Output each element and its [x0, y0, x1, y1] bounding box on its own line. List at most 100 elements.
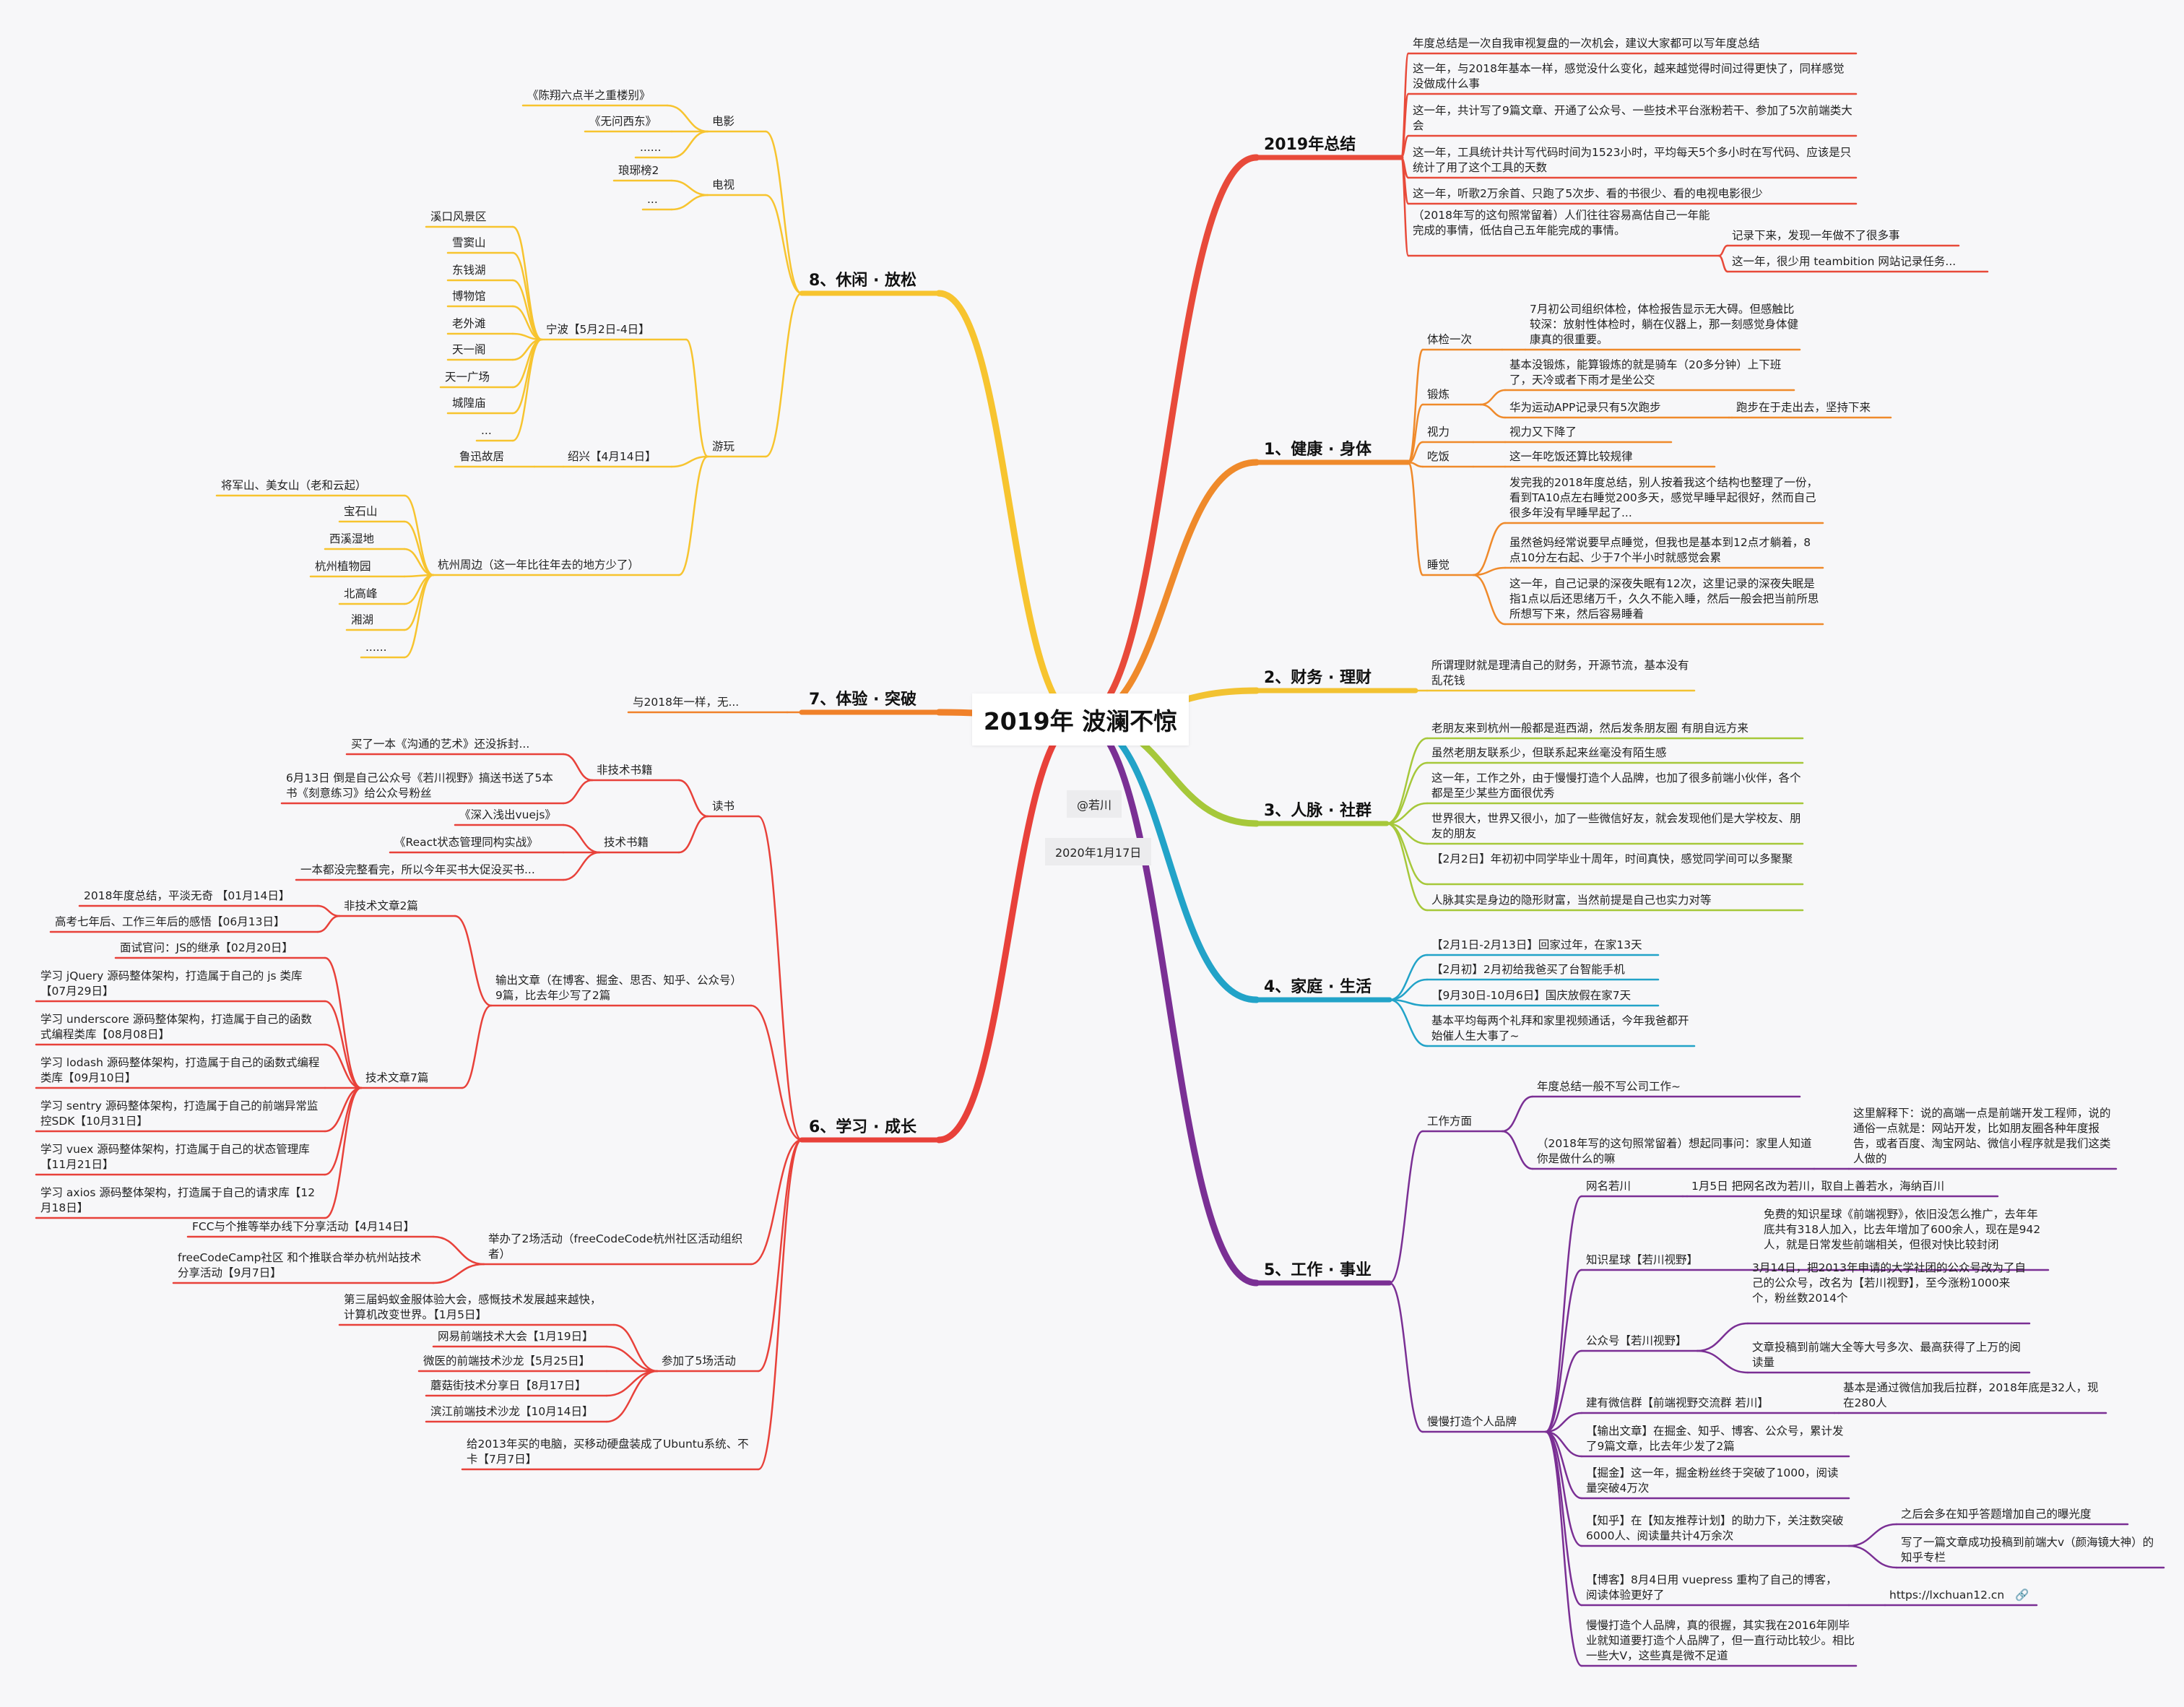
node-label[interactable]: 年度总结是一次自我审视复盘的一次机会，建议大家都可以写年度总结	[1413, 37, 1760, 50]
node-label[interactable]: freeCodeCamp社区 和个推联合举办杭州站技术分享活动【9月7日】	[178, 1251, 422, 1279]
node-label[interactable]: 慢慢打造个人品牌	[1427, 1415, 1517, 1428]
node-label[interactable]: FCC与个推等举办线下分享活动【4月14日】	[192, 1220, 415, 1233]
node-label[interactable]: 这一年，共计写了9篇文章、开通了公众号、一些技术平台涨粉若干、参加了5次前端类大…	[1413, 104, 1852, 132]
branch-b6-label[interactable]: 6、学习 · 成长	[809, 1118, 916, 1136]
node-label[interactable]: 给2013年买的电脑，买移动硬盘装成了Ubuntu系统、不卡【7月7日】	[467, 1438, 749, 1466]
node-label[interactable]: 之后会多在知乎答题增加自己的曝光度	[1901, 1508, 2092, 1521]
node-label[interactable]: 技术书籍	[604, 836, 649, 849]
blog-link[interactable]: https://lxchuan12.cn	[1889, 1589, 2005, 1602]
node-label[interactable]: 《React状态管理同构实战》	[394, 836, 538, 849]
node-label[interactable]: 【2月2日】年初初中同学毕业十周年，时间真快，感觉同学间可以多聚聚	[1431, 852, 1793, 865]
node-label[interactable]: 天一广场	[445, 371, 490, 384]
node-label[interactable]: 举办了2场活动（freeCodeCode杭州社区活动组织者）	[488, 1232, 743, 1261]
branch-b1-label[interactable]: 1、健康 · 身体	[1264, 441, 1372, 459]
node-label[interactable]: 宝石山	[344, 505, 378, 518]
node-label[interactable]: 3月14日，把2013年申请的大学社团的公众号改为了自己的公众号，改名为【若川视…	[1752, 1261, 2027, 1305]
node-label[interactable]: 7月初公司组织体检，体检报告显示无大碍。但感触比较深：放射性体检时，躺在仪器上，…	[1530, 303, 1799, 346]
node-label[interactable]: 学习 underscore 源码整体架构，打造属于自己的函数式编程类库【08月0…	[40, 1013, 312, 1041]
node-label[interactable]: 基本是通过微信加我后拉群，2018年底是32人，现在280人	[1843, 1381, 2099, 1409]
branch-b8-label[interactable]: 8、休闲 · 放松	[809, 272, 916, 290]
node-label[interactable]: 微医的前端技术沙龙【5月25日】	[423, 1354, 591, 1367]
node-label[interactable]: 这一年，很少用 teambition 网站记录任务...	[1732, 255, 1956, 268]
node-label[interactable]: 参加了5场活动	[662, 1354, 736, 1367]
node-label[interactable]: 琅琊榜2	[618, 164, 659, 177]
node-label[interactable]: 公众号【若川视野】	[1586, 1334, 1687, 1347]
node-label[interactable]: 《深入浅出vuejs》	[459, 808, 556, 821]
node-label[interactable]: 慢慢打造个人品牌，真的很握，其实我在2016年刚毕业就知道要打造个人品牌了，但一…	[1586, 1619, 1855, 1662]
node-label[interactable]: 文章投稿到前端大全等大号多次、最高获得了上万的阅读量	[1752, 1341, 2022, 1369]
node-label[interactable]: 杭州周边（这一年比往年去的地方少了）	[438, 558, 640, 571]
node-label[interactable]: 锻炼	[1427, 388, 1450, 401]
node-label[interactable]: 基本平均每两个礼拜和家里视频通话，今年我爸都开始催人生大事了~	[1431, 1014, 1689, 1042]
branch-b2-label[interactable]: 2、财务 · 理财	[1264, 669, 1372, 687]
node-label[interactable]: 鲁迅故居	[459, 450, 505, 463]
node-label[interactable]: 东钱湖	[452, 264, 486, 277]
node-label[interactable]: 6月13日 倒是自己公众号《若川视野》搞送书送了5本书《刻意练习》给公众号粉丝	[286, 772, 553, 800]
node-label[interactable]: 年度总结一般不写公司工作~	[1537, 1080, 1681, 1093]
node-label[interactable]: 城隍庙	[452, 397, 486, 410]
node-label[interactable]: 【2月1日-2月13日】回家过年，在家13天	[1431, 938, 1642, 951]
node-label[interactable]: 买了一本《沟通的艺术》还没拆封...	[351, 738, 530, 751]
branch-b7-label[interactable]: 7、体验 · 突破	[809, 691, 916, 709]
node-label[interactable]: （2018年写的这句照常留着）人们往往容易高估自己一年能完成的事情，低估自己五年…	[1413, 209, 1710, 237]
node-label[interactable]: 2018年度总结，平淡无奇 【01月14日】	[84, 889, 290, 902]
node-label[interactable]: 学习 lodash 源码整体架构，打造属于自己的函数式编程类库【09月10日】	[40, 1056, 320, 1084]
node-label[interactable]: 雪窦山	[452, 236, 486, 249]
node-label[interactable]: 写了一篇文章成功投稿到前端大v（颜海镜大神）的知乎专栏	[1901, 1536, 2154, 1564]
node-label[interactable]: 体检一次	[1427, 333, 1473, 346]
node-label[interactable]: 第三届蚂蚁金服体验大会，感慨技术发展越来越快，计算机改变世界。【1月5日】	[344, 1293, 602, 1321]
node-label[interactable]: ......	[640, 141, 662, 154]
node-label[interactable]: 这一年，工具统计共计写代码时间为1523小时，平均每天5个多小时在写代码、应该是…	[1413, 146, 1852, 174]
node-label[interactable]: 网易前端技术大会【1月19日】	[438, 1330, 594, 1343]
node-label[interactable]: 高考七年后、工作三年后的感悟【06月13日】	[55, 915, 285, 928]
node-label[interactable]: 网名若川	[1586, 1180, 1632, 1193]
node-label[interactable]: 记录下来，发现一年做不了很多事	[1732, 229, 1900, 242]
node-label[interactable]: 读书	[712, 800, 735, 813]
node-label[interactable]: 蘑菇街技术分享日【8月17日】	[430, 1379, 586, 1392]
node-label[interactable]: 滨江前端技术沙龙【10月14日】	[430, 1405, 594, 1418]
node-label[interactable]: 跑步在于走出去，坚持下来	[1736, 401, 1871, 414]
node-label[interactable]: 西溪湿地	[329, 532, 375, 545]
node-label[interactable]: 学习 axios 源码整体架构，打造属于自己的请求库【12月18日】	[40, 1186, 316, 1214]
node-label[interactable]: 一本都没完整看完，所以今年买书大促没买书...	[300, 863, 535, 876]
node-label[interactable]: 这一年吃饭还算比较规律	[1509, 450, 1633, 463]
node-label[interactable]: 虽然爸妈经常说要早点睡觉，但我也是基本到12点才躺着，8点10分左右起、少于7个…	[1509, 536, 1811, 564]
node-label[interactable]: 游玩	[712, 440, 735, 453]
node-label[interactable]: 人脉其实是身边的隐形财富，当然前提是自己也实力对等	[1431, 894, 1712, 907]
node-label[interactable]: 学习 vuex 源码整体架构，打造属于自己的状态管理库【11月21日】	[40, 1143, 310, 1171]
node-label[interactable]: 视力	[1427, 425, 1450, 438]
node-label[interactable]: 【输出文章】在掘金、知乎、博客、公众号，累计发了9篇文章，比去年少发了2篇	[1586, 1425, 1844, 1453]
node-label[interactable]: 学习 sentry 源码整体架构，打造属于自己的前端异常监控SDK【10月31日…	[40, 1099, 318, 1128]
node-label[interactable]: ...	[481, 424, 492, 437]
node-label[interactable]: 发完我的2018年度总结，别人按着我这个结构也整理了一份，看到TA10点左右睡觉…	[1509, 476, 1818, 519]
link-icon[interactable]: 🔗	[2015, 1589, 2029, 1602]
node-label[interactable]: 【博客】8月4日用 vuepress 重构了自己的博客，阅读体验更好了	[1586, 1573, 1837, 1602]
node-label[interactable]: 学习 jQuery 源码整体架构，打造属于自己的 js 类库【07月29日】	[40, 969, 303, 998]
node-label[interactable]: 这一年，自己记录的深夜失眠有12次，这里记录的深夜失眠是指1点以后还思绪万千，久…	[1509, 577, 1819, 621]
root-node[interactable]: 2019年 波澜不惊	[972, 693, 1189, 746]
node-label[interactable]: 湘湖	[351, 613, 374, 626]
node-label[interactable]: 杭州植物园	[315, 560, 371, 573]
branch-b0-label[interactable]: 2019年总结	[1264, 136, 1356, 154]
node-label[interactable]: 视力又下降了	[1509, 425, 1577, 438]
node-label[interactable]: 电视	[712, 178, 735, 191]
node-label[interactable]: 《陈翔六点半之重楼别》	[527, 89, 651, 102]
node-label[interactable]: 与2018年一样，无...	[633, 696, 740, 709]
node-label[interactable]: 输出文章（在博客、掘金、思否、知乎、公众号）9篇，比去年少写了2篇	[495, 974, 742, 1002]
node-label[interactable]: 吃饭	[1427, 450, 1450, 463]
node-label[interactable]: 绍兴【4月14日】	[568, 450, 656, 463]
node-label[interactable]: 【9月30日-10月6日】国庆放假在家7天	[1431, 989, 1632, 1002]
node-label[interactable]: 老朋友来到杭州一般都是逛西湖，然后发条朋友圈 有朋自远方来	[1431, 722, 1748, 735]
node-label[interactable]: 老外滩	[452, 317, 486, 330]
node-label[interactable]: 1月5日 把网名改为若川，取自上善若水，海纳百川	[1691, 1180, 1945, 1193]
branch-b4-label[interactable]: 4、家庭 · 生活	[1264, 978, 1372, 996]
node-label[interactable]: 虽然老朋友联系少，但联系起来丝毫没有陌生感	[1431, 746, 1667, 759]
node-label[interactable]: 将军山、美女山（老和云起）	[221, 479, 367, 492]
node-label[interactable]: 这一年，与2018年基本一样，感觉没什么变化，越来越觉得时间过得更快了，同样感觉…	[1413, 62, 1845, 90]
node-label[interactable]: 【2月初】2月初给我爸买了台智能手机	[1431, 963, 1625, 976]
node-label[interactable]: 这一年，听歌2万余首、只跑了5次步、看的书很少、看的电视电影很少	[1413, 187, 1763, 200]
node-label[interactable]: 《无问西东》	[589, 115, 657, 128]
branch-b5-label[interactable]: 5、工作 · 事业	[1264, 1261, 1372, 1279]
node-label[interactable]: 宁波【5月2日-4日】	[546, 323, 650, 336]
node-label[interactable]: 博物馆	[452, 290, 486, 303]
